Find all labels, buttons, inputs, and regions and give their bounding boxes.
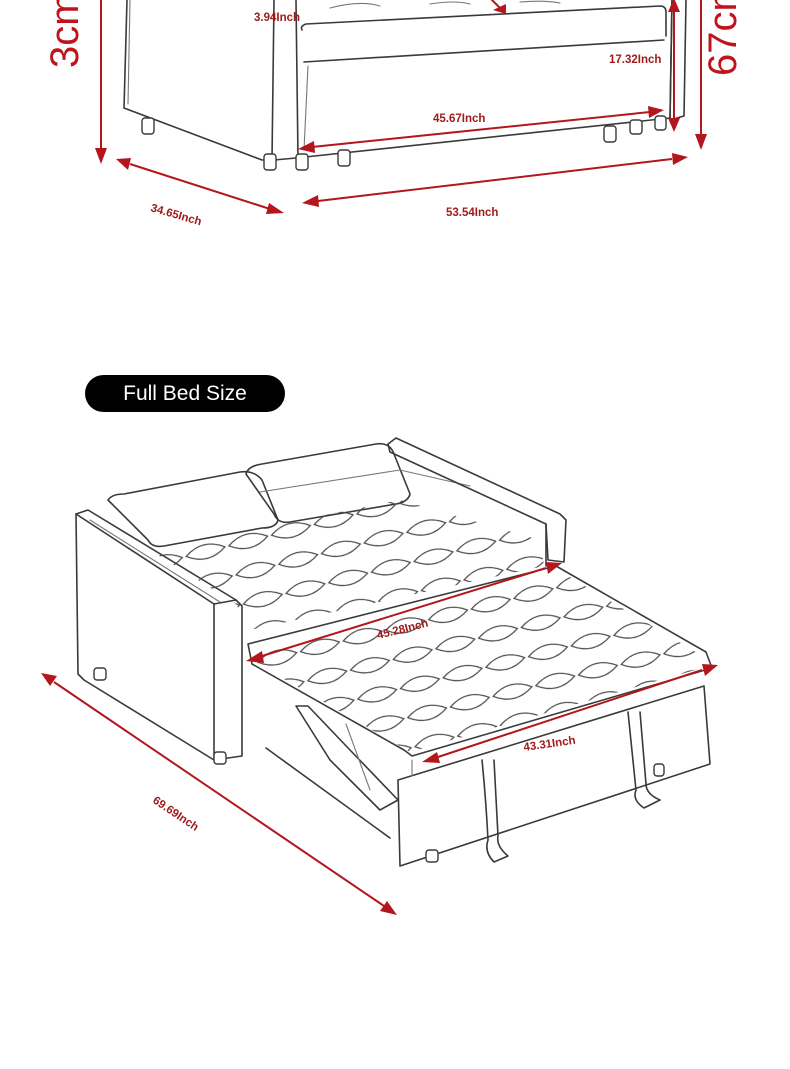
sofa-top-sketch xyxy=(123,0,687,171)
bed-dimension-arrows xyxy=(41,562,718,915)
total-width-label: 53.54Inch xyxy=(446,207,498,219)
seat-width-label: 45.67Inch xyxy=(433,113,485,125)
mattress-width-label: 43.31Inch xyxy=(523,735,577,754)
seat-gap-label: 3.94Inch xyxy=(254,12,300,24)
depth-label: 34.65Inch xyxy=(149,202,203,228)
right-height-cm-label: 67cm xyxy=(701,0,745,76)
left-height-cm-label: 3cm xyxy=(43,0,87,68)
full-bed-size-badge: Full Bed Size xyxy=(85,375,285,412)
sofa-bed-sketch xyxy=(75,437,716,867)
top-dimension-arrows xyxy=(95,0,707,214)
seat-height-label: 17.32Inch xyxy=(609,54,661,66)
full-bed-size-label: Full Bed Size xyxy=(123,381,247,405)
bed-length-label: 69.69Inch xyxy=(150,795,200,834)
